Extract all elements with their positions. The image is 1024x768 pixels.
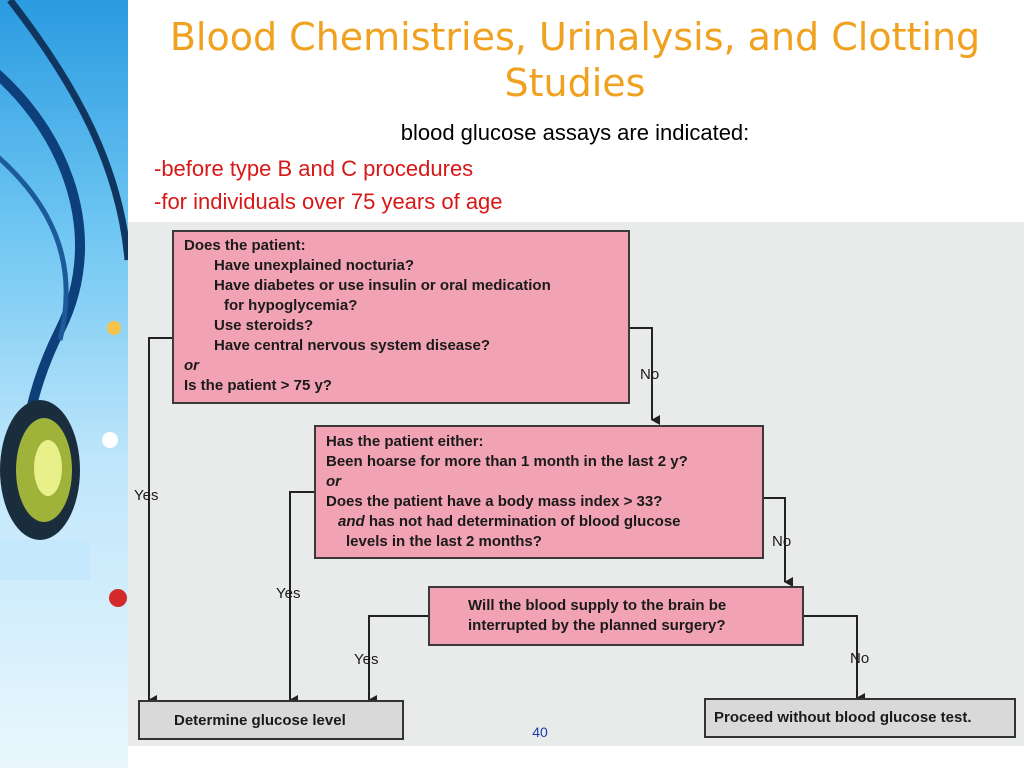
decorative-side-panel [0, 0, 128, 768]
question-line: Use steroids? [214, 317, 314, 334]
outcome-text: Determine glucose level [174, 712, 346, 729]
question-line: or [184, 357, 199, 374]
outcome-box-determine-glucose: Determine glucose level [138, 700, 404, 740]
question-line: Have unexplained nocturia? [214, 257, 415, 274]
page-number: 40 [532, 724, 548, 740]
no-label: No [640, 366, 660, 383]
bullet-item: -before type B and C procedures [154, 156, 474, 181]
question-line: Been hoarse for more than 1 month in the… [326, 453, 688, 470]
question-line: Will the blood supply to the brain be [468, 597, 727, 614]
stethoscope-illustration [0, 0, 128, 607]
question-line: Does the patient: [184, 237, 306, 254]
question-box-brain-blood-supply: Will the blood supply to the brain be in… [428, 586, 804, 646]
question-box-risk-factors: Does the patient: Have unexplained noctu… [172, 230, 630, 404]
question-word: and [338, 513, 365, 530]
question-line: and has not had determination of blood g… [326, 512, 752, 532]
question-line: or [326, 473, 341, 490]
question-line: levels in the last 2 months? [346, 533, 542, 550]
question-line: Have central nervous system disease? [214, 337, 490, 354]
question-box-hoarseness-bmi: Has the patient either: Been hoarse for … [314, 425, 764, 559]
slide-subtitle: blood glucose assays are indicated: [400, 120, 750, 145]
question-line: for hypoglycemia? [224, 297, 358, 314]
outcome-text: Proceed without blood glucose test. [714, 709, 972, 726]
yes-label: Yes [354, 651, 379, 668]
slide-title: Blood Chemistries, Urinalysis, and Clott… [169, 15, 981, 105]
yes-label: Yes [134, 487, 159, 504]
question-line: Have diabetes or use insulin or oral med… [214, 277, 551, 294]
question-line: Has the patient either: [326, 433, 484, 450]
no-label: No [850, 650, 870, 667]
outcome-box-proceed-without-test: Proceed without blood glucose test. [704, 698, 1016, 738]
question-line: Does the patient have a body mass index … [326, 493, 663, 510]
question-text: has not had determination of blood gluco… [364, 513, 681, 530]
bullet-item: -for individuals over 75 years of age [154, 189, 503, 214]
yes-label: Yes [276, 585, 301, 602]
no-label: No [772, 533, 792, 550]
question-line: Is the patient > 75 y? [184, 377, 332, 394]
question-line: interrupted by the planned surgery? [468, 617, 726, 634]
